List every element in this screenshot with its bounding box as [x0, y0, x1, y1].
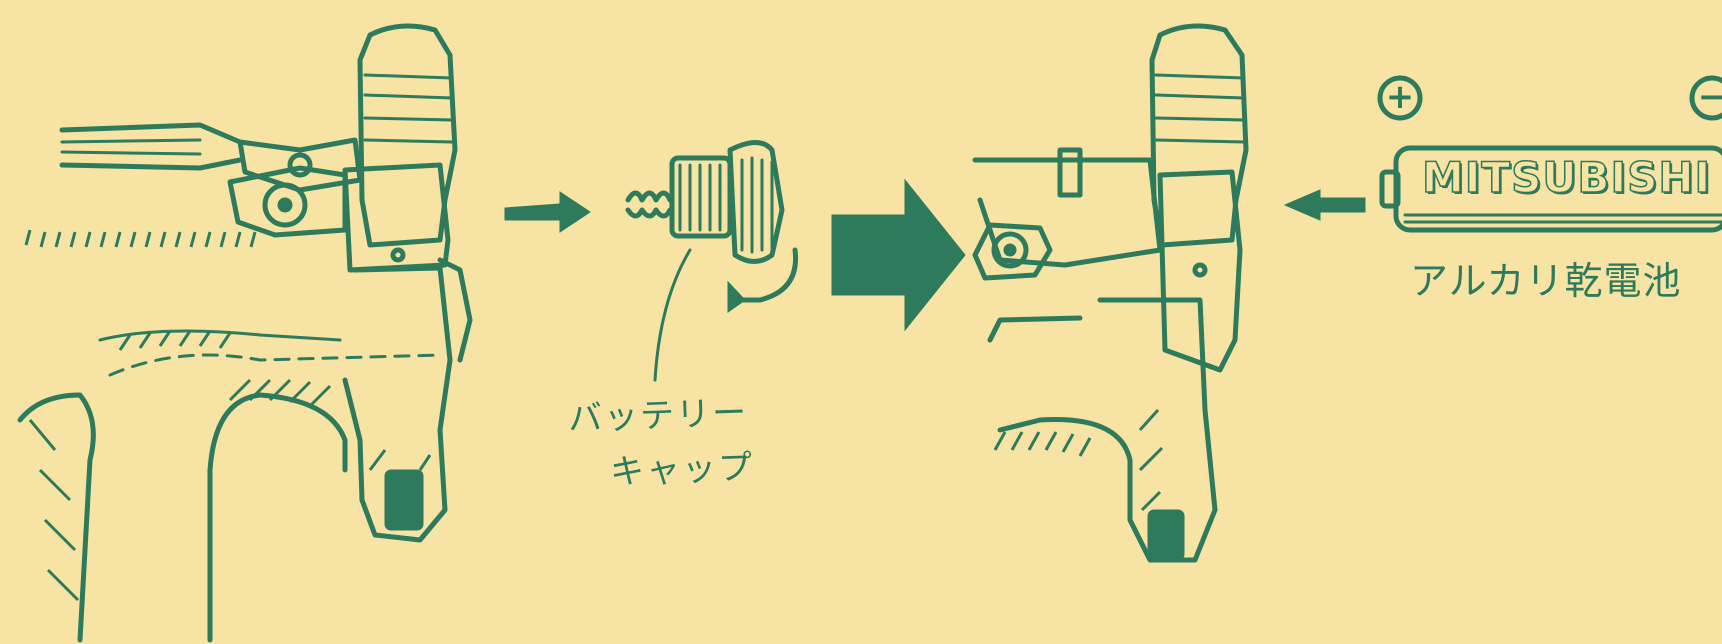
- minus-sign: −: [1692, 78, 1722, 118]
- battery-cap-label-line1: バッテリー: [567, 385, 749, 440]
- cable-housing: [62, 125, 240, 168]
- arrow-right-icon: [505, 192, 590, 232]
- derailleur-before: [20, 26, 470, 640]
- battery-type-label: アルカリ乾電池: [1410, 250, 1681, 305]
- battery-brand-text: MITSUBISHI: [1422, 153, 1722, 202]
- big-arrow-right-icon: [832, 180, 965, 330]
- leader-line: [655, 250, 690, 380]
- pulley-housing-after: [1152, 26, 1246, 245]
- battery-cap: [628, 143, 782, 381]
- battery-cap-label-line2: キャップ: [609, 440, 755, 494]
- plus-sign: +: [1380, 78, 1420, 118]
- pulley-housing: [360, 26, 455, 245]
- cable-clamp: [240, 140, 360, 190]
- frame-stay: [20, 395, 93, 640]
- derailleur-after: [975, 26, 1246, 560]
- arrow-left-icon: [1285, 190, 1365, 220]
